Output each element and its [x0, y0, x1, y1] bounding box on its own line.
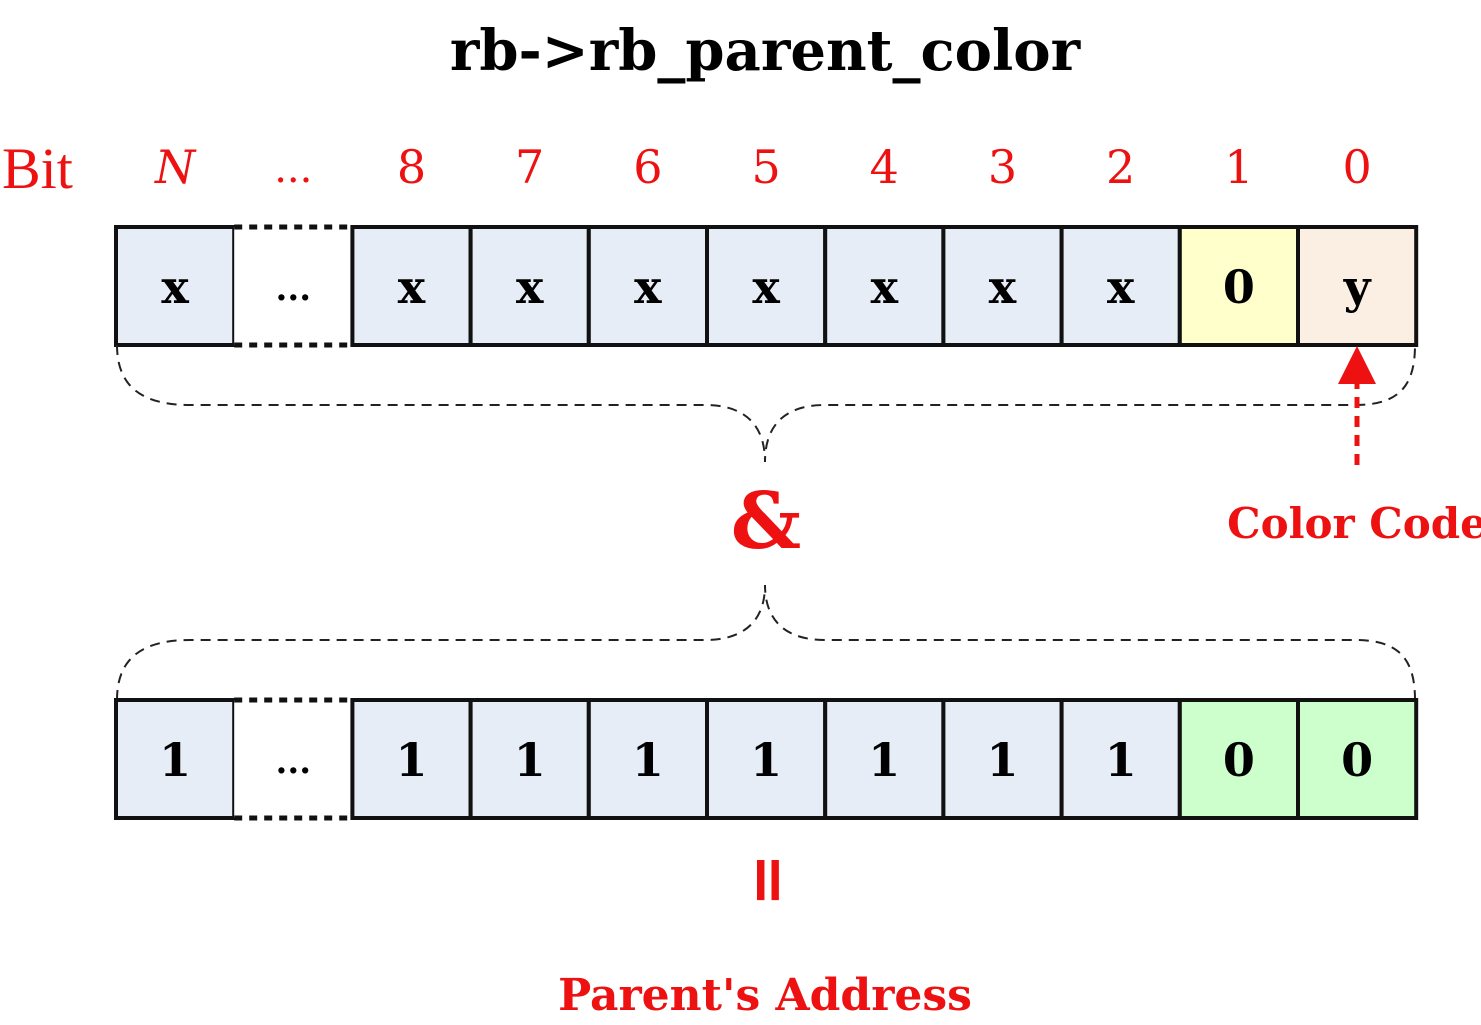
top-cell-value: x	[871, 260, 899, 314]
bottom-cell-box	[941, 698, 1064, 820]
bit-index-5: 5	[751, 140, 780, 194]
top-cell-value: 0	[1223, 260, 1255, 314]
bottom-cell-value: 1	[868, 733, 900, 787]
bottom-cell-box	[234, 700, 353, 818]
top-cell-8: x	[350, 225, 473, 347]
bottom-cell-box	[823, 698, 946, 820]
top-cell-value: x	[1107, 260, 1135, 314]
bit-index-7: 7	[515, 140, 544, 194]
parent-address-label: Parent's Address	[558, 970, 972, 1021]
top-cell-value: x	[161, 260, 189, 314]
top-cell-1: 0	[1177, 225, 1301, 347]
bit-index-4: 4	[870, 140, 899, 194]
top-cell-6: x	[586, 225, 709, 347]
register-value-row: x... x x x x x x x 0 y	[114, 224, 1419, 348]
bit-index-2: 2	[1106, 140, 1135, 194]
top-cell-value: x	[516, 260, 544, 314]
bottom-cell-box	[468, 698, 591, 820]
bitwise-and-operator: &	[731, 476, 801, 567]
top-cell-box	[350, 225, 473, 347]
color-code-arrow	[1338, 346, 1376, 465]
bit-index-0: 0	[1342, 140, 1371, 194]
mask-row: 1... 1 1 1 1 1 1 1 0 0	[114, 697, 1419, 821]
top-cell-value: ...	[276, 269, 312, 309]
diagram-title: rb->rb_parent_color	[450, 18, 1082, 84]
bit-index-labels: N... 8 7 6 5 4 3 2 1 0	[154, 140, 1372, 194]
bottom-brace	[116, 584, 1416, 701]
bottom-cell-box	[1296, 698, 1419, 820]
top-cell-2: x	[1059, 225, 1182, 347]
bit-index-ellipsis: ...	[274, 146, 312, 192]
top-cell-4: x	[823, 225, 946, 347]
bottom-cell-value: 1	[1105, 733, 1137, 787]
top-cell-value: x	[634, 260, 662, 314]
bottom-cell-1: 0	[1177, 698, 1301, 820]
bottom-cell-value: 1	[159, 733, 191, 787]
bottom-cell-N: 1	[114, 698, 237, 820]
top-cell-box	[941, 225, 1064, 347]
bit-index-1: 1	[1224, 140, 1253, 194]
top-cell-box	[1296, 225, 1419, 347]
bottom-cell-value: 0	[1223, 733, 1255, 787]
bit-index-3: 3	[988, 140, 1017, 194]
top-cell-box	[114, 225, 237, 347]
bottom-cell-ellipsis: ...	[234, 697, 353, 821]
top-cell-box	[1177, 225, 1301, 347]
bottom-cell-3: 1	[941, 698, 1064, 820]
bottom-cell-value: ...	[276, 742, 312, 782]
bit-index-8: 8	[397, 140, 426, 194]
bottom-cell-box	[1059, 698, 1182, 820]
bottom-cell-value: 1	[514, 733, 546, 787]
bit-index-6: 6	[633, 140, 662, 194]
top-cell-5: x	[705, 225, 828, 347]
bit-index-N: N	[154, 140, 197, 194]
equals-symbol: =	[731, 853, 805, 907]
bottom-cell-2: 1	[1059, 698, 1182, 820]
bottom-cell-value: 0	[1341, 733, 1373, 787]
bottom-cell-box	[705, 698, 828, 820]
top-cell-7: x	[468, 225, 591, 347]
top-cell-box	[1059, 225, 1182, 347]
top-cell-value: y	[1343, 260, 1372, 314]
bottom-cell-4: 1	[823, 698, 946, 820]
top-brace	[116, 344, 1416, 463]
top-cell-value: x	[989, 260, 1017, 314]
bottom-cell-value: 1	[632, 733, 664, 787]
bit-row-label: Bit	[2, 136, 73, 201]
bottom-cell-value: 1	[750, 733, 782, 787]
bottom-cell-0: 0	[1296, 698, 1419, 820]
top-cell-value: x	[752, 260, 780, 314]
bottom-cell-5: 1	[705, 698, 828, 820]
bottom-cell-box	[350, 698, 473, 820]
bottom-cell-6: 1	[586, 698, 709, 820]
bottom-cell-7: 1	[468, 698, 591, 820]
top-cell-0: y	[1296, 225, 1419, 347]
top-cell-box	[234, 227, 353, 345]
top-cell-3: x	[941, 225, 1064, 347]
color-code-label: Color Code	[1227, 499, 1481, 548]
bottom-cell-box	[586, 698, 709, 820]
top-cell-box	[468, 225, 591, 347]
top-cell-N: x	[114, 225, 237, 347]
bottom-cell-value: 1	[986, 733, 1018, 787]
top-cell-value: x	[398, 260, 426, 314]
top-cell-ellipsis: ...	[234, 224, 353, 348]
bottom-cell-8: 1	[350, 698, 473, 820]
bottom-cell-value: 1	[395, 733, 427, 787]
